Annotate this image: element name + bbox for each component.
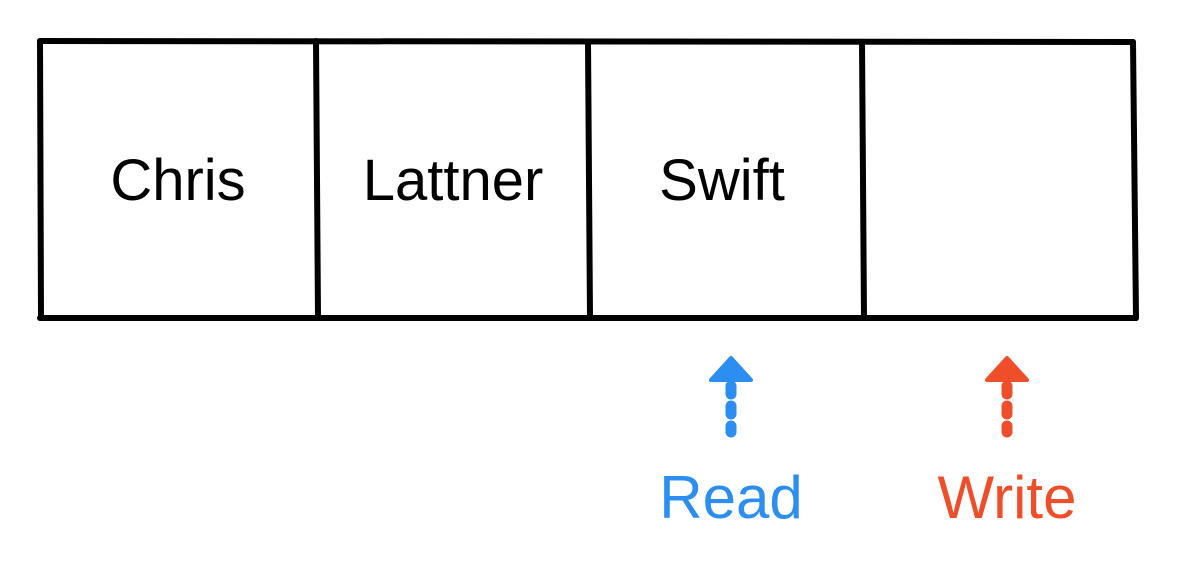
write-pointer: Write [938, 356, 1077, 531]
cell-divider-2 [585, 39, 593, 321]
buffer-cell-1: Lattner [363, 148, 544, 213]
read-arrow-up-icon [709, 356, 753, 382]
buffer-left-edge [37, 38, 44, 321]
write-pointer-label: Write [938, 464, 1077, 531]
write-arrow-up-icon [985, 356, 1029, 382]
buffer-right-edge [1130, 39, 1139, 321]
buffer [37, 38, 1139, 321]
buffer-cell-0: Chris [110, 148, 245, 213]
read-pointer: Read [659, 356, 803, 531]
buffer-cell-2: Swift [659, 148, 785, 213]
cell-divider-1 [313, 38, 321, 321]
read-pointer-label: Read [659, 464, 802, 531]
cell-divider-3 [859, 39, 867, 321]
